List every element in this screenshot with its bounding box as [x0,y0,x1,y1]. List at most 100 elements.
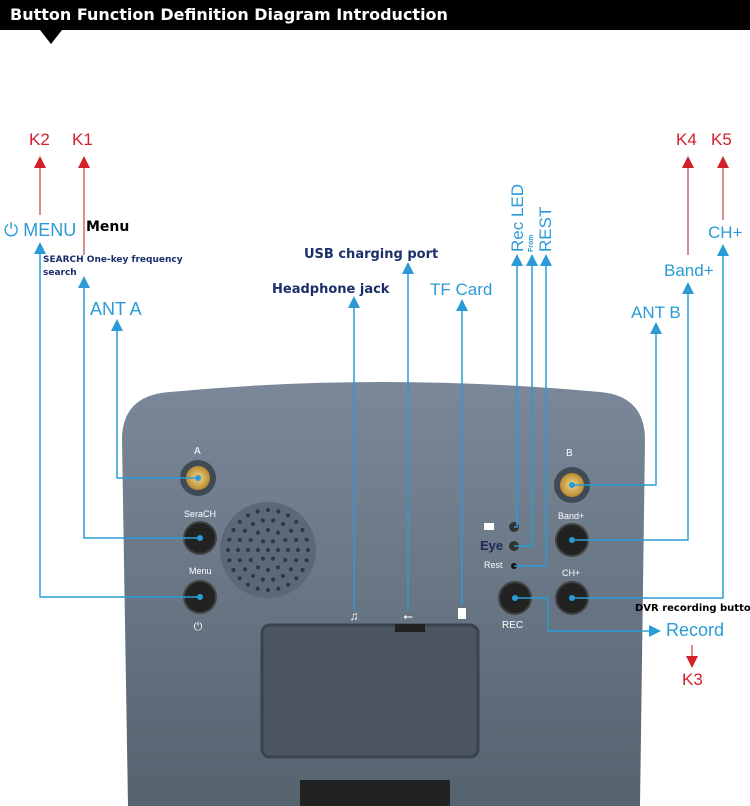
key-k3: K3 [682,670,703,689]
device-label-rec: REC [502,620,524,631]
key-k2: K2 [29,130,50,149]
usb-icon: ⭠ [403,609,413,623]
speaker-hole [227,537,232,542]
speaker-hole [246,548,250,552]
speaker-hole [294,519,299,524]
speaker-hole [276,509,281,514]
speaker-hole [260,577,265,582]
speaker-hole [246,513,250,518]
speaker-hole [276,586,281,591]
speaker-hole [281,573,285,578]
key-k1: K1 [72,130,93,149]
device-label-a: A [194,446,201,457]
device-label-band: Band+ [558,511,585,521]
device-label-ch: CH+ [562,568,581,578]
band-plus-label: Band+ [664,261,714,280]
menu-label: MENU [23,220,77,240]
speaker-hole [286,513,290,518]
speaker-hole [276,530,280,535]
device-label-eye: Eye [480,538,504,553]
speaker-hole [243,567,248,572]
speaker-hole [306,548,310,552]
speaker-hole [256,530,260,535]
header-pointer [40,30,62,44]
speaker-hole [237,519,242,524]
device-label-rest: Rest [484,560,503,570]
tf-card-label: TF Card [430,280,493,299]
speaker-hole [288,567,293,572]
speaker-hole [300,568,305,572]
menu-desc: Menu [86,219,130,235]
speaker-hole [288,528,293,533]
camera-icon [484,523,494,530]
speaker-hole [283,558,288,562]
rec-led-label: Rec LED [508,183,527,252]
speaker-hole [237,576,242,581]
speaker-hole [286,582,290,587]
key-k4: K4 [676,130,697,149]
page-title: Button Function Definition Diagram Intro… [10,5,448,24]
speaker-hole [251,522,255,527]
speaker-hole [296,548,300,552]
speaker-hole [283,538,288,542]
power-icon: ⏻ [194,621,203,633]
speaker-hole [276,565,280,570]
speaker-hole [294,576,299,581]
speaker-hole [255,586,260,591]
ch-plus-label: CH+ [708,223,743,242]
speaker-hole [236,548,240,552]
device-label-search: SeraCH [184,509,217,519]
speaker-hole [266,588,270,592]
speaker-hole [237,537,242,542]
device-label-b: B [566,448,573,459]
search-desc: SEARCH One-key frequency search [43,255,183,278]
speaker-hole [246,582,250,587]
speaker-hole [260,518,265,523]
speaker-hole [248,558,253,562]
device-label-menu: Menu [189,566,212,576]
speaker-hole [281,522,285,527]
speaker-hole [266,528,270,532]
speaker-hole [231,568,236,572]
speaker-hole [251,573,255,578]
header-bar [0,0,750,30]
speaker-hole [266,508,270,512]
speaker-hole [266,568,270,572]
rest-label: REST [536,206,555,252]
speaker-hole [226,548,230,552]
headphone-icon: ♫ [350,609,359,623]
speaker-hole [294,537,299,542]
usb-label: USB charging port [304,247,439,262]
ant-a-label: ANT A [90,299,142,319]
speaker-hole [304,537,309,542]
speaker-hole [227,558,232,563]
speaker-hole [261,556,265,561]
power-icon: ⏻ [4,220,19,240]
tf-card-icon [458,608,466,619]
speaker-hole [286,548,290,552]
speaker-hole [304,558,309,563]
speaker-hole [237,558,242,563]
headphone-label: Headphone jack [272,282,390,297]
device-screen [260,623,480,759]
record-label: Record [666,620,725,640]
speaker-hole [294,558,299,563]
device-body [122,382,645,806]
key-k5: K5 [711,130,732,149]
speaker-hole [256,565,260,570]
speaker-hole [243,528,248,533]
speaker-hole [271,577,276,582]
speaker-hole [256,548,260,552]
dvr-label: DVR recording button [635,603,750,614]
speaker-hole [276,548,280,552]
speaker-hole [271,556,275,561]
speaker-hole [300,528,305,532]
from-label: From [528,234,535,253]
speaker-hole [261,539,265,544]
speaker-hole [271,518,276,523]
ant-b-label: ANT B [631,303,681,322]
speaker-hole [231,528,236,532]
speaker-hole [271,539,275,544]
speaker-hole [248,538,253,542]
